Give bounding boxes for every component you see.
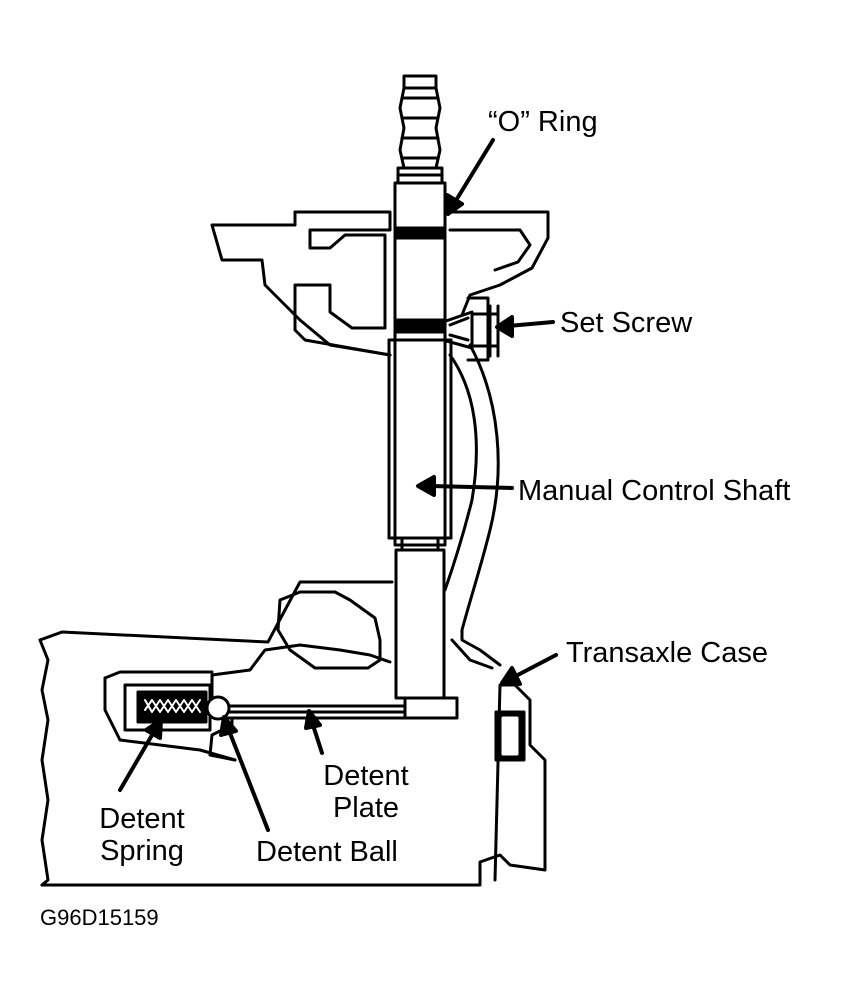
detent-spring-label: Detent Spring (90, 803, 194, 867)
set-screw-arrow (506, 320, 555, 328)
leader-arrows (118, 138, 558, 832)
set-screw-label: Set Screw (560, 307, 693, 339)
transaxle-case-arrow (510, 653, 558, 680)
manual-control-shaft-label: Manual Control Shaft (518, 475, 791, 507)
detent-ball (205, 695, 231, 721)
housing-curved-wall (443, 343, 502, 667)
case-side-plug (494, 710, 526, 762)
detent-spring-label-line1: Detent (99, 803, 185, 835)
detent-spring-arrow (118, 728, 157, 792)
o-ring-label: “O” Ring (488, 106, 598, 138)
manual-control-shaft (387, 74, 453, 700)
detent-ball-arrow (226, 726, 270, 832)
upper-housing (210, 210, 550, 362)
detent-ball-label: Detent Ball (256, 836, 398, 868)
transaxle-case-label: Transaxle Case (566, 637, 769, 669)
detent-spring-label-line2: Spring (100, 835, 184, 867)
o-ring-arrow (453, 138, 495, 204)
detent-spring (123, 683, 212, 732)
detent-plate-label: Detent Plate (316, 760, 416, 824)
detent-plate (213, 696, 459, 720)
manual-control-shaft-arrow (428, 484, 514, 490)
detent-plate-label-line1: Detent (323, 760, 409, 792)
detent-plate-label-line2: Plate (332, 792, 400, 824)
figure-code: G96D15159 (40, 905, 159, 930)
